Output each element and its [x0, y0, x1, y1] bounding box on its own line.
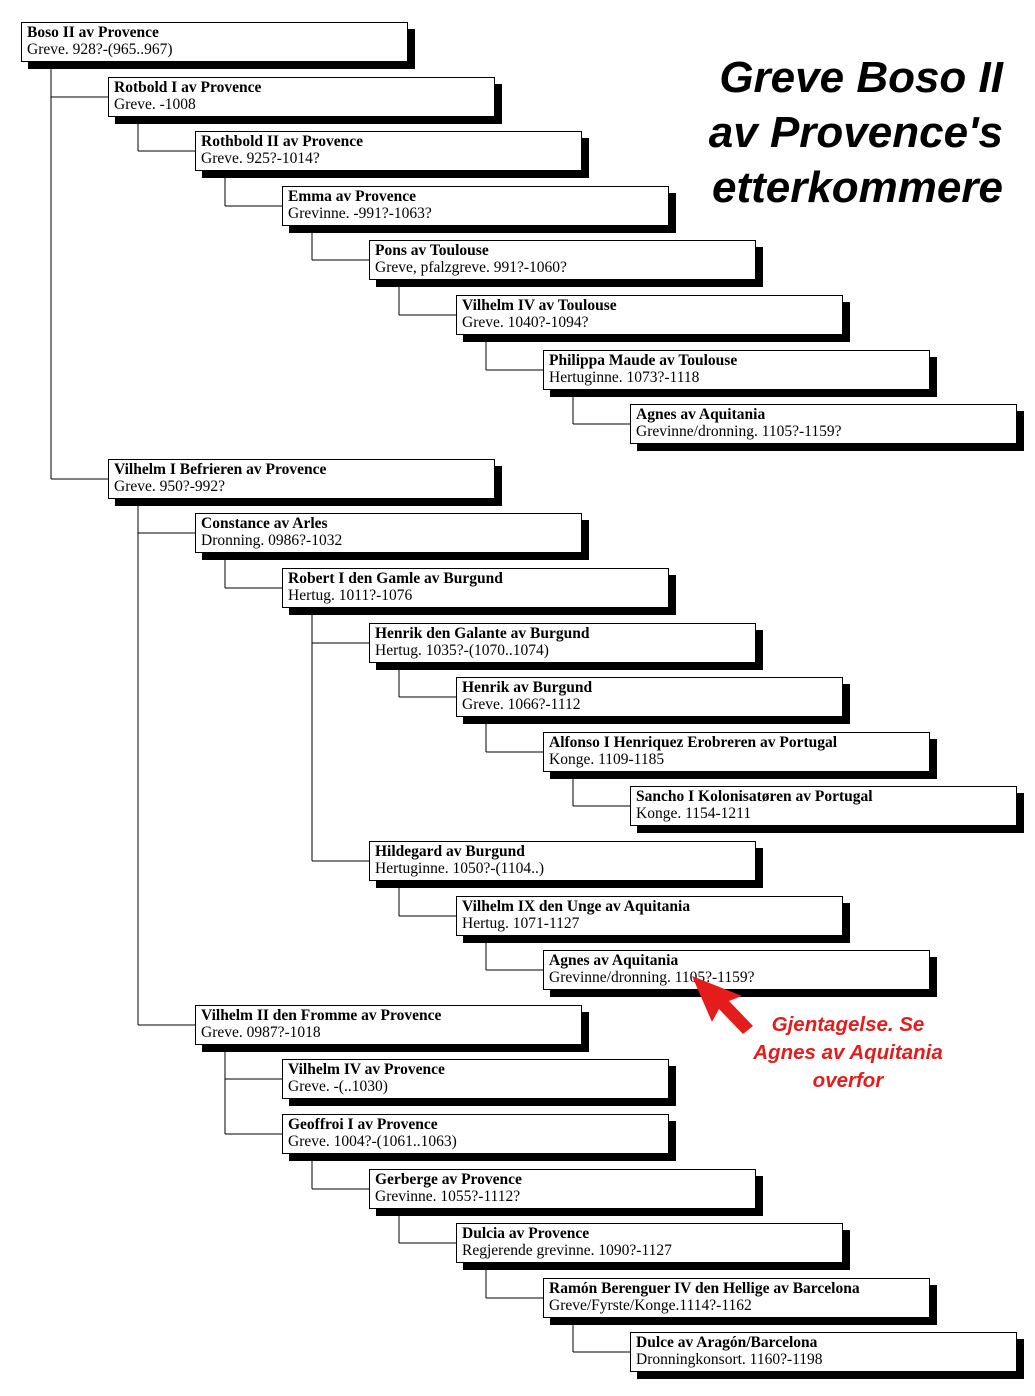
note-line-3: overfor [812, 1069, 884, 1092]
person-dates: Greve/Fyrste/Konge.1114?-1162 [549, 1297, 752, 1314]
person-name: Boso II av Provence [27, 24, 159, 41]
person-name: Philippa Maude av Toulouse [549, 352, 738, 369]
title-line-2: av Provence's [708, 108, 1003, 157]
person-name: Rotbold I av Provence [114, 79, 262, 96]
title-line-3: etterkommere [711, 163, 1003, 212]
person-name: Gerberge av Provence [375, 1171, 522, 1188]
person-box: Ramón Berenguer IV den Hellige av Barcel… [543, 1278, 930, 1318]
person-name: Vilhelm II den Fromme av Provence [201, 1007, 442, 1024]
title-line-1: Greve Boso II [719, 53, 1003, 102]
person-dates: Grevinne. -991?-1063? [288, 205, 432, 222]
person-name: Ramón Berenguer IV den Hellige av Barcel… [549, 1280, 860, 1297]
person-name: Hildegard av Burgund [375, 843, 525, 860]
person-dates: Dronningkonsort. 1160?-1198 [636, 1351, 823, 1368]
person-name: Agnes av Aquitania [549, 952, 679, 969]
note-line-2: Agnes av Aquitania [753, 1041, 943, 1064]
person-dates: Hertuginne. 1073?-1118 [549, 369, 700, 386]
person-dates: Konge. 1154-1211 [636, 805, 752, 822]
person-name: Vilhelm I Befrieren av Provence [114, 461, 327, 478]
person-name: Vilhelm IV av Provence [288, 1061, 445, 1078]
person-dates: Greve. -1008 [114, 96, 196, 113]
person-name: Constance av Arles [201, 515, 328, 532]
note-line-1: Gjentagelse. Se [771, 1013, 925, 1036]
person-box: Alfonso I Henriquez Erobreren av Portuga… [543, 732, 930, 772]
person-dates: Regjerende grevinne. 1090?-1127 [462, 1242, 672, 1259]
person-name: Robert I den Gamle av Burgund [288, 570, 503, 587]
person-name: Henrik av Burgund [462, 679, 593, 696]
person-name: Pons av Toulouse [375, 242, 489, 259]
person-dates: Greve. 0987?-1018 [201, 1024, 321, 1041]
person-name: Vilhelm IV av Toulouse [462, 297, 617, 314]
person-dates: Greve, pfalzgreve. 991?-1060? [375, 259, 567, 276]
person-dates: Konge. 1109-1185 [549, 751, 665, 768]
person-name: Sancho I Kolonisatøren av Portugal [636, 788, 873, 805]
person-dates: Greve. 950?-992? [114, 478, 226, 495]
person-name: Emma av Provence [288, 188, 416, 205]
person-dates: Greve. 1040?-1094? [462, 314, 589, 331]
person-dates: Grevinne/dronning. 1105?-1159? [636, 423, 842, 440]
person-dates: Hertug. 1071-1127 [462, 915, 580, 932]
person-name: Dulce av Aragón/Barcelona [636, 1334, 818, 1351]
person-name: Vilhelm IX den Unge av Aquitania [462, 898, 691, 915]
person-name: Rothbold II av Provence [201, 133, 364, 150]
person-name: Agnes av Aquitania [636, 406, 766, 423]
person-dates: Hertug. 1035?-(1070..1074) [375, 642, 549, 659]
person-dates: Dronning. 0986?-1032 [201, 532, 343, 549]
page-title: Greve Boso II av Provence's etterkommere [709, 50, 1003, 215]
person-name: Dulcia av Provence [462, 1225, 590, 1242]
person-name: Geoffroi I av Provence [288, 1116, 438, 1133]
person-dates: Greve. 1066?-1112 [462, 696, 581, 713]
person-dates: Hertuginne. 1050?-(1104..) [375, 860, 545, 877]
person-name: Alfonso I Henriquez Erobreren av Portuga… [549, 734, 838, 751]
person-dates: Greve. 928?-(965..967) [27, 41, 173, 58]
person-dates: Greve. 1004?-(1061..1063) [288, 1133, 457, 1150]
person-dates: Greve. 925?-1014? [201, 150, 320, 167]
person-name: Henrik den Galante av Burgund [375, 625, 590, 642]
person-dates: Grevinne. 1055?-1112? [375, 1188, 521, 1205]
red-arrow-icon [692, 976, 753, 1034]
person-dates: Greve. -(..1030) [288, 1078, 388, 1095]
repeat-note: Gjentagelse. Se Agnes av Aquitania overf… [728, 1011, 968, 1095]
person-dates: Hertug. 1011?-1076 [288, 587, 413, 604]
